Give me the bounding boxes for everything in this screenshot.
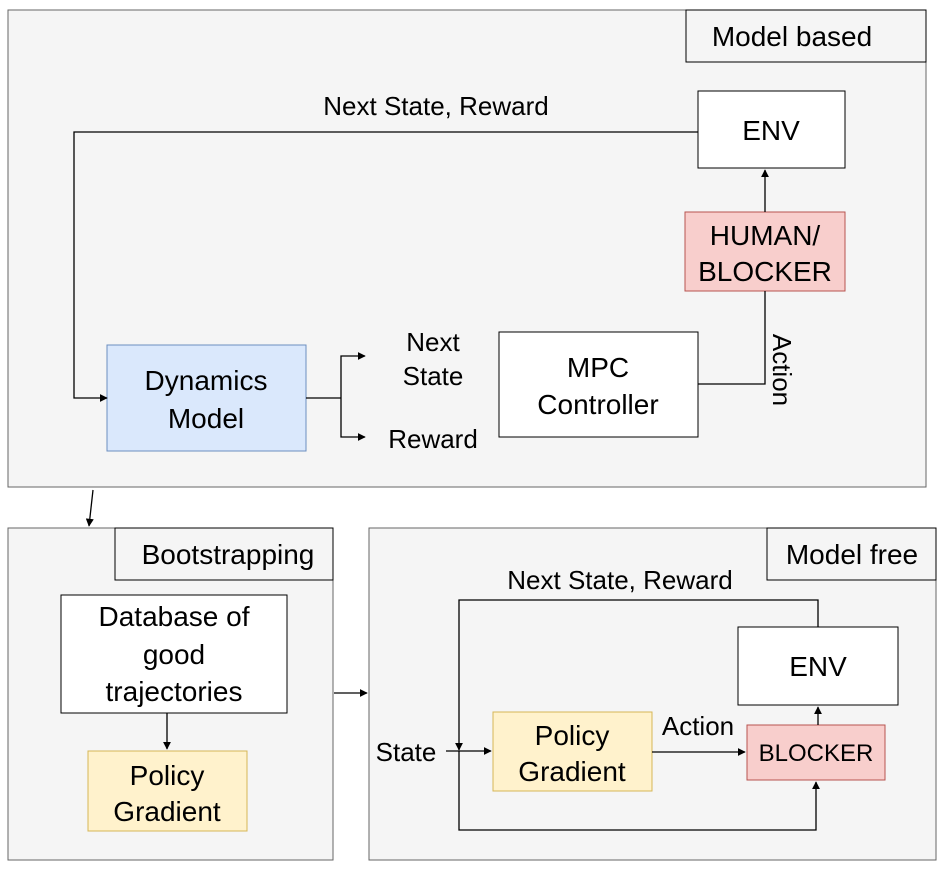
database-label-line1: Database of xyxy=(99,601,250,632)
model-based-label: Model based xyxy=(712,21,872,52)
mpc-controller-label-line1: MPC xyxy=(567,352,629,383)
mf-blocker-box xyxy=(746,724,886,781)
mb-feedback-arrow xyxy=(73,131,698,402)
bs-policy-gradient-label-line2: Gradient xyxy=(113,796,221,827)
reward-label: Reward xyxy=(388,424,478,454)
reward-arrow xyxy=(340,398,366,441)
model-free-label: Model free xyxy=(786,539,918,570)
mf-state-label: State xyxy=(376,737,437,767)
mf-policy-gradient-box xyxy=(492,711,653,792)
bootstrapping-label: Bootstrapping xyxy=(142,539,315,570)
mpc-action-line xyxy=(698,291,766,385)
human-blocker-label-line2: BLOCKER xyxy=(698,256,832,287)
next-state-label-line1: Next xyxy=(406,327,460,357)
mpc-controller-label-line2: Controller xyxy=(537,389,658,420)
mf-feedback-label: Next State, Reward xyxy=(507,565,732,595)
mb-action-label: Action xyxy=(767,334,797,406)
mb-env-box xyxy=(697,90,846,169)
mf-action-label: Action xyxy=(662,711,734,741)
mf-policy-gradient-label-line1: Policy xyxy=(535,720,610,751)
model-based-label-box xyxy=(685,9,927,63)
bs-policy-gradient-label-line1: Policy xyxy=(130,760,205,791)
bs-policy-gradient-box xyxy=(87,750,248,832)
model-to-bootstrapping-arrow xyxy=(85,489,94,527)
human-blocker-box xyxy=(684,211,846,292)
mf-env-label: ENV xyxy=(789,651,847,682)
database-label-line3: trajectories xyxy=(106,676,243,707)
dynamics-model-label-line1: Dynamics xyxy=(145,365,268,396)
next-state-arrow xyxy=(340,352,366,398)
mf-env-box xyxy=(737,626,899,706)
mb-feedback-label: Next State, Reward xyxy=(323,91,548,121)
bootstrapping-label-box xyxy=(114,527,334,581)
mf-feedback-arrow xyxy=(455,599,819,751)
human-blocker-label-line1: HUMAN/ xyxy=(710,220,821,251)
next-state-label-line2: State xyxy=(403,361,464,391)
mf-policy-gradient-label-line2: Gradient xyxy=(518,756,626,787)
mb-env-label: ENV xyxy=(742,115,800,146)
mf-blocker-label: BLOCKER xyxy=(759,740,874,767)
database-box xyxy=(60,594,288,714)
model-free-label-box xyxy=(766,527,937,581)
dynamics-model-box xyxy=(106,344,307,452)
database-label-line2: good xyxy=(143,639,205,670)
mpc-controller-box xyxy=(498,331,699,438)
state-bypass-arrow xyxy=(458,751,820,831)
dynamics-model-label-line2: Model xyxy=(168,403,244,434)
